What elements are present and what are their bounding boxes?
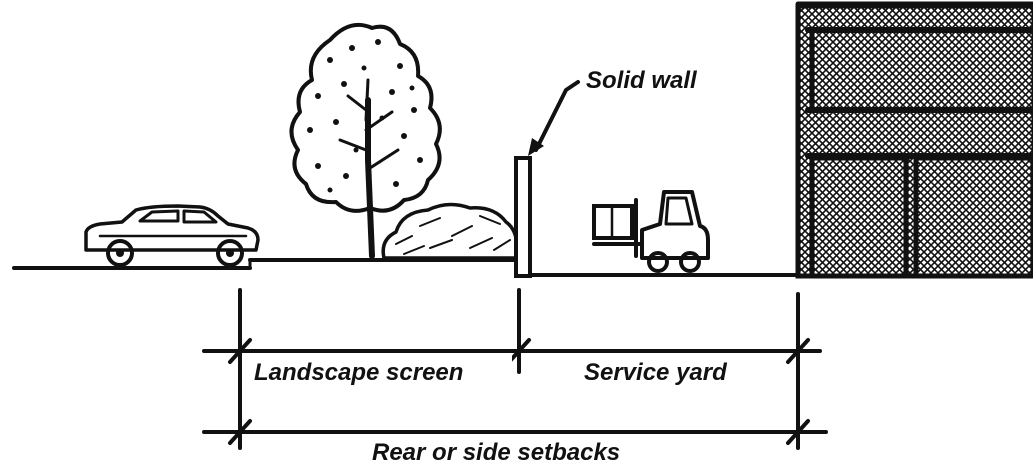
landscape-screen-label: Landscape screen — [254, 359, 463, 386]
car-icon — [84, 204, 260, 267]
solid-wall-label: Solid wall — [586, 67, 698, 94]
service-yard-label: Service yard — [584, 359, 728, 386]
tree-icon — [289, 23, 442, 259]
solid-wall — [514, 156, 532, 278]
label-mask-landscape — [250, 356, 512, 386]
building — [795, 1, 1033, 279]
setbacks-label: Rear or side setbacks — [372, 439, 620, 466]
dimension-lines — [202, 288, 828, 450]
forklift-icon — [592, 190, 710, 273]
solid-wall-callout: Solid wall — [528, 67, 698, 156]
shrub-icon — [381, 202, 519, 260]
